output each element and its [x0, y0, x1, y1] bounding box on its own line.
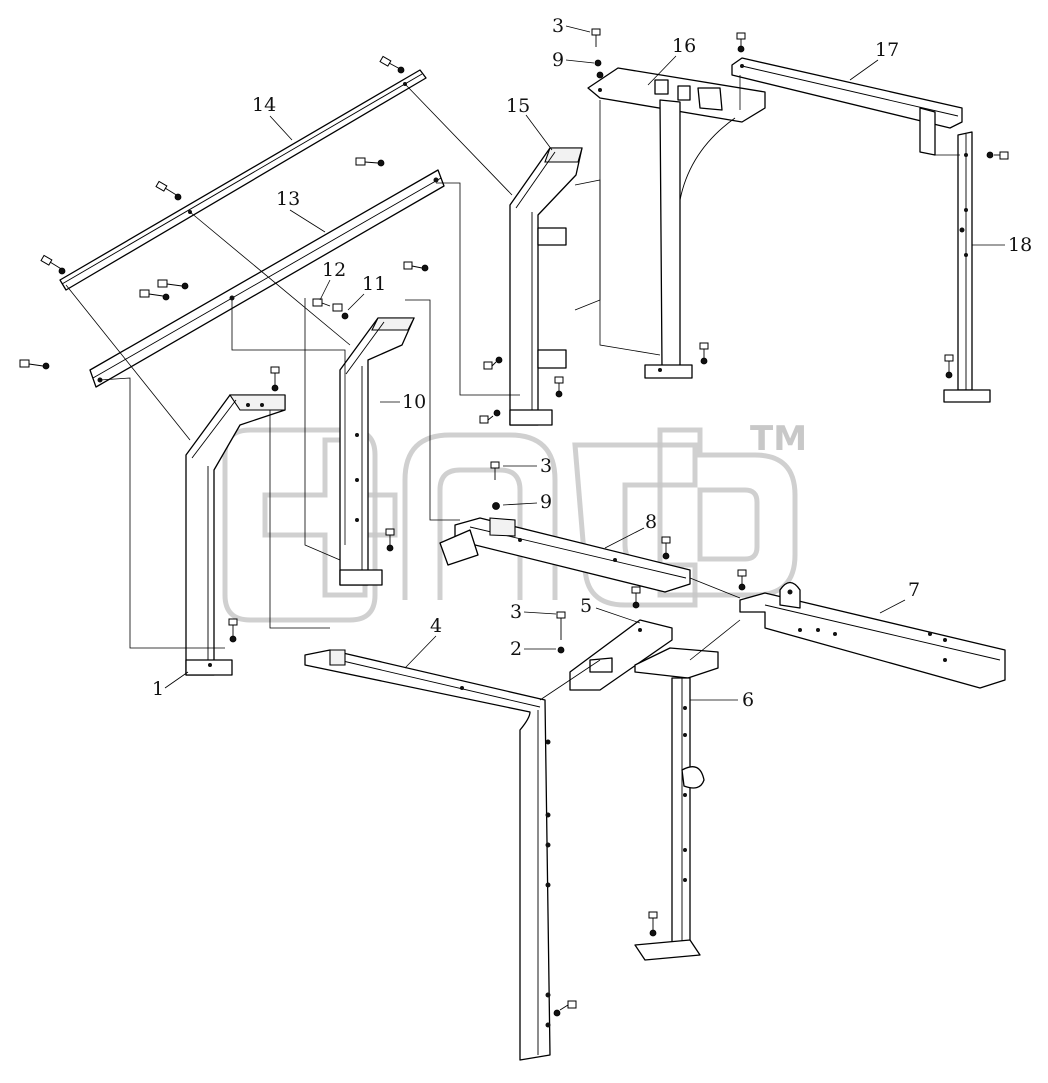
bolt-icon [736, 32, 746, 53]
bolt-icon [483, 356, 503, 370]
bolt-icon [699, 342, 709, 365]
callout-6: 6 [742, 689, 754, 711]
bolt-icon [379, 55, 405, 74]
callout-labels: 1 2 3 3 3 4 5 6 7 8 9 9 10 11 12 13 14 [152, 15, 1032, 711]
part-7-beam [737, 569, 1006, 689]
assembly-lines [65, 75, 960, 701]
bolt-icon [355, 157, 385, 167]
bolt-icon [479, 409, 501, 424]
callout-16: 16 [672, 35, 696, 57]
callout-18: 18 [1008, 234, 1032, 256]
callout-13: 13 [276, 188, 300, 210]
part-18-upright [943, 131, 1009, 403]
bolt-icon [155, 180, 182, 201]
callout-2: 2 [510, 638, 522, 660]
bolt-icon [986, 151, 1009, 160]
part-11-bolt [332, 303, 349, 320]
part-6-upright [634, 647, 719, 961]
part-5-bracket [556, 586, 673, 691]
callout-10: 10 [402, 391, 426, 413]
bolt-icon [554, 376, 564, 398]
callout-3: 3 [510, 601, 522, 623]
callout-11: 11 [362, 273, 386, 295]
callout-8: 8 [645, 511, 657, 533]
callout-15: 15 [506, 95, 530, 117]
bolt-icon [157, 279, 189, 290]
bolt-icon [944, 354, 954, 379]
callout-7: 7 [908, 579, 920, 601]
bolt-icon [737, 569, 747, 591]
part-8-cross-member [439, 461, 691, 593]
callout-5: 5 [580, 595, 592, 617]
part-12-bolt [312, 298, 331, 307]
part-17-beam [731, 32, 963, 156]
callout-9: 9 [552, 49, 564, 71]
callout-3: 3 [540, 455, 552, 477]
callout-1: 1 [152, 678, 164, 700]
part-14-angle-rail [40, 55, 427, 291]
bolt-icon [403, 261, 429, 272]
part-4-l-frame [304, 649, 577, 1061]
bolt-icon [40, 254, 66, 275]
callout-17: 17 [875, 39, 899, 61]
bolt-icon [661, 536, 671, 560]
bolt-icon [556, 611, 566, 654]
callout-3: 3 [552, 15, 564, 37]
part-1-upright [185, 366, 286, 676]
bolt-icon [553, 1000, 577, 1017]
bolt-icon [19, 359, 50, 370]
bolt-icon [228, 618, 238, 643]
callout-9: 9 [540, 491, 552, 513]
bolt-icon [591, 28, 604, 79]
part-10-upright [339, 261, 429, 586]
callout-4: 4 [430, 615, 442, 637]
trademark-mark: TM [750, 419, 807, 459]
callout-12: 12 [322, 259, 346, 281]
bolt-icon [139, 289, 170, 301]
bolt-icon [385, 528, 395, 552]
part-16-bracket-upright [587, 28, 766, 379]
callout-14: 14 [252, 94, 276, 116]
bolt-icon [648, 911, 658, 937]
part-15-upright [479, 147, 583, 426]
bolt-icon [270, 366, 280, 392]
bolt-icon [631, 586, 641, 609]
bolt-icon [490, 461, 500, 510]
